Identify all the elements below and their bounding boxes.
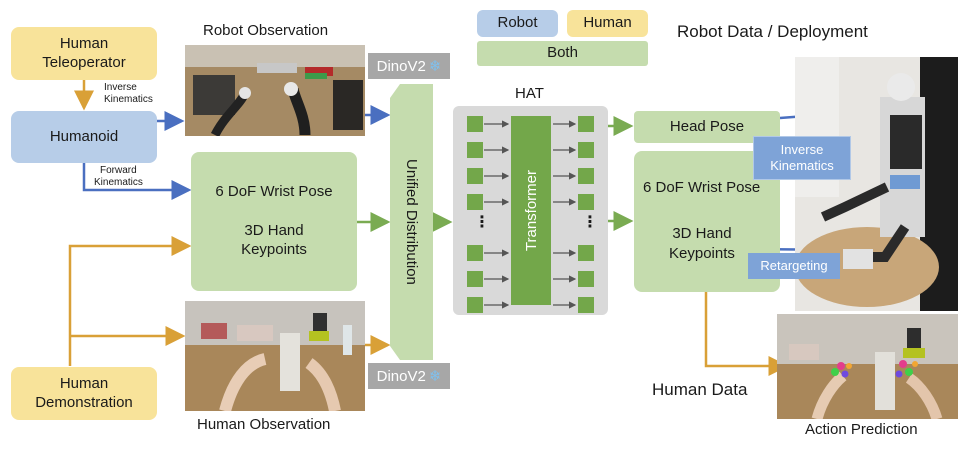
legend-robot: Robot	[477, 10, 558, 37]
input-token	[467, 194, 483, 210]
hat-ellipsis-right: ⋮	[582, 214, 598, 231]
dinov2-encoder-bottom: DinoV2 ❄	[368, 363, 450, 389]
inverse-kinematics-overlay: Inverse Kinematics	[753, 136, 851, 180]
robot-observation-image	[185, 45, 365, 136]
head-pose-box: Head Pose	[634, 111, 780, 143]
dinov2-encoder-top: DinoV2 ❄	[368, 53, 450, 79]
human-observation-title: Human Observation	[197, 416, 331, 433]
legend-both: Both	[477, 41, 648, 66]
human-demonstration-box: Human Demonstration	[11, 367, 157, 420]
input-hand-keypoints-label: 3D Hand Keypoints	[241, 222, 307, 258]
output-token	[578, 194, 594, 210]
snowflake-icon: ❄	[428, 368, 442, 385]
output-token	[578, 142, 594, 158]
action-prediction-image	[777, 314, 958, 419]
human-data-title: Human Data	[652, 380, 748, 399]
input-token	[467, 168, 483, 184]
forward-kinematics-label: Forward Kinematics	[94, 165, 143, 188]
robot-deployment-image	[795, 57, 958, 311]
output-token	[578, 297, 594, 313]
output-hand-keypoints-label: 3D Hand Keypoints	[669, 225, 735, 262]
robot-data-deployment-title: Robot Data / Deployment	[677, 22, 868, 41]
humanoid-box: Humanoid	[11, 111, 157, 163]
output-token	[578, 116, 594, 132]
action-prediction-title: Action Prediction	[805, 421, 918, 438]
demo-to-keypoints-arrow	[68, 236, 192, 366]
hat-title: HAT	[515, 85, 544, 102]
transformer-block: Transformer	[511, 116, 551, 305]
human-observation-image	[185, 301, 365, 411]
legend-human: Human	[567, 10, 648, 37]
transformer-label: Transformer	[522, 169, 540, 252]
output-token	[578, 245, 594, 261]
outputs-to-action-arrow	[704, 292, 789, 376]
input-token	[467, 297, 483, 313]
hat-ellipsis-left: ⋮	[474, 214, 490, 231]
output-token	[578, 271, 594, 287]
robot-observation-title: Robot Observation	[203, 22, 329, 39]
humanoid-to-wristpose-arrow	[82, 163, 192, 200]
output-wrist-pose-label: 6 DoF Wrist Pose	[643, 179, 761, 196]
hat-token-grid	[467, 116, 594, 313]
input-token	[467, 245, 483, 261]
input-token	[467, 142, 483, 158]
output-token	[578, 168, 594, 184]
unified-distribution-block: Unified Distribution	[390, 84, 433, 360]
input-token	[467, 116, 483, 132]
retargeting-overlay: Retargeting	[748, 253, 840, 279]
hat-panel: Transformer ⋮ ⋮	[453, 106, 608, 315]
inverse-kinematics-label: Inverse Kinematics	[104, 82, 153, 105]
input-wrist-pose-label: 6 DoF Wrist Pose	[215, 183, 333, 201]
input-token	[467, 271, 483, 287]
unified-distribution-label: Unified Distribution	[403, 159, 420, 285]
snowflake-icon: ❄	[428, 58, 442, 75]
input-proprio-box: 6 DoF Wrist Pose 3D Hand Keypoints	[191, 152, 357, 291]
human-teleoperator-box: Human Teleoperator	[11, 27, 157, 80]
